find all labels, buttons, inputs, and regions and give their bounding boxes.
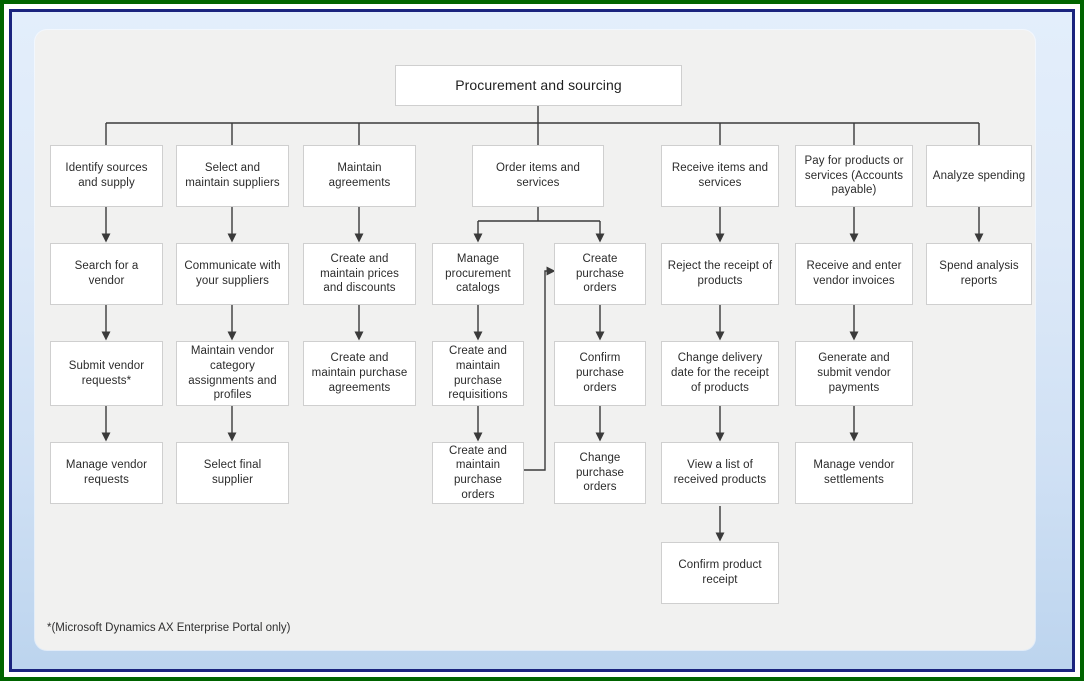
node-create-and-maintain-purchase-orders[interactable]: Create and maintain purchase orders: [432, 442, 524, 504]
node-pay-for-products-or-services[interactable]: Pay for products or services (Accounts p…: [795, 145, 913, 207]
node-maintain-agreements[interactable]: Maintain agreements: [303, 145, 416, 207]
node-create-and-maintain-purchase-agreements[interactable]: Create and maintain purchase agreements: [303, 341, 416, 406]
node-communicate-with-your-suppliers[interactable]: Communicate with your suppliers: [176, 243, 289, 305]
node-reject-the-receipt-of-products[interactable]: Reject the receipt of products: [661, 243, 779, 305]
node-procurement-and-sourcing[interactable]: Procurement and sourcing: [395, 65, 682, 106]
node-spend-analysis-reports[interactable]: Spend analysis reports: [926, 243, 1032, 305]
node-generate-and-submit-vendor-payments[interactable]: Generate and submit vendor payments: [795, 341, 913, 406]
footnote-text: *(Microsoft Dynamics AX Enterprise Porta…: [47, 622, 291, 634]
node-manage-vendor-requests[interactable]: Manage vendor requests: [50, 442, 163, 504]
node-submit-vendor-requests[interactable]: Submit vendor requests*: [50, 341, 163, 406]
node-confirm-purchase-orders[interactable]: Confirm purchase orders: [554, 341, 646, 406]
node-view-a-list-of-received-products[interactable]: View a list of received products: [661, 442, 779, 504]
node-change-delivery-date-for-the-receipt-of-products[interactable]: Change delivery date for the receipt of …: [661, 341, 779, 406]
node-search-for-a-vendor[interactable]: Search for a vendor: [50, 243, 163, 305]
node-identify-sources-and-supply[interactable]: Identify sources and supply: [50, 145, 163, 207]
node-manage-procurement-catalogs[interactable]: Manage procurement catalogs: [432, 243, 524, 305]
node-select-and-maintain-suppliers[interactable]: Select and maintain suppliers: [176, 145, 289, 207]
node-receive-items-and-services[interactable]: Receive items and services: [661, 145, 779, 207]
node-change-purchase-orders[interactable]: Change purchase orders: [554, 442, 646, 504]
node-maintain-vendor-category-assignments-and-profiles[interactable]: Maintain vendor category assignments and…: [176, 341, 289, 406]
node-receive-and-enter-vendor-invoices[interactable]: Receive and enter vendor invoices: [795, 243, 913, 305]
node-select-final-supplier[interactable]: Select final supplier: [176, 442, 289, 504]
node-order-items-and-services[interactable]: Order items and services: [472, 145, 604, 207]
node-analyze-spending[interactable]: Analyze spending: [926, 145, 1032, 207]
node-create-purchase-orders[interactable]: Create purchase orders: [554, 243, 646, 305]
node-confirm-product-receipt[interactable]: Confirm product receipt: [661, 542, 779, 604]
node-create-and-maintain-purchase-requisitions[interactable]: Create and maintain purchase requisition…: [432, 341, 524, 406]
node-manage-vendor-settlements[interactable]: Manage vendor settlements: [795, 442, 913, 504]
node-create-and-maintain-prices-and-discounts[interactable]: Create and maintain prices and discounts: [303, 243, 416, 305]
